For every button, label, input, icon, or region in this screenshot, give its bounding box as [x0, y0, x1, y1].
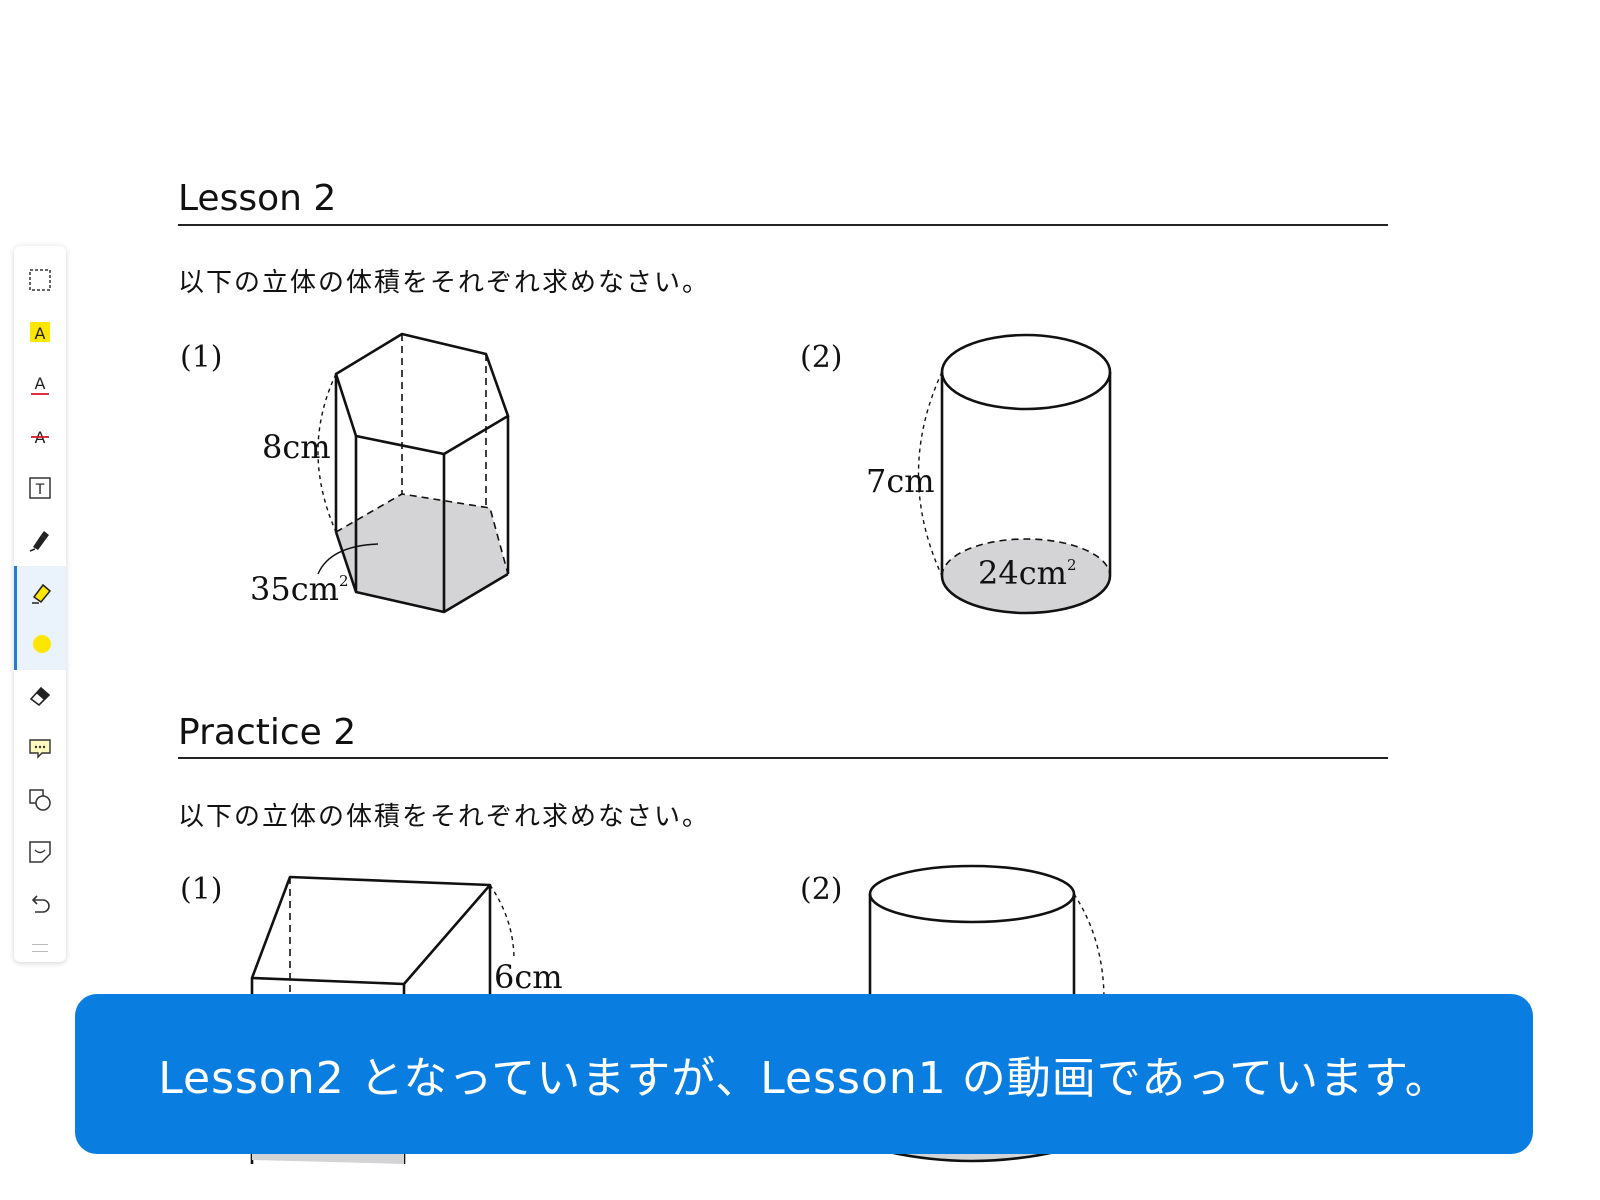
sticker-icon: [29, 841, 51, 863]
lesson-q1-label: (1): [180, 340, 223, 375]
practice-q2-label: (2): [800, 872, 843, 907]
textbox-tool[interactable]: T: [14, 462, 66, 514]
underline-text-tool[interactable]: A: [14, 358, 66, 410]
hex-prism-base-fill: [336, 494, 508, 612]
strikethrough-text-tool[interactable]: A: [14, 410, 66, 462]
dashed-rect-select-icon: [29, 269, 51, 291]
practice-instruction: 以下の立体の体積をそれぞれ求めなさい。: [178, 802, 711, 832]
pen-icon: [29, 531, 49, 552]
select-tool[interactable]: [14, 254, 66, 306]
svg-text:A: A: [35, 374, 46, 393]
lesson-title: Lesson 2: [178, 178, 337, 219]
color-tool[interactable]: [14, 618, 66, 670]
svg-text:T: T: [35, 482, 45, 498]
undo-tool[interactable]: [14, 878, 66, 930]
textbox-icon: T: [29, 477, 51, 499]
practice-q1-label: (1): [180, 872, 223, 907]
pen-tool[interactable]: [14, 514, 66, 566]
svg-text:A: A: [35, 324, 46, 343]
lesson-q1-height-label: 8cm: [262, 428, 331, 466]
annotation-toolbar: A A A T: [14, 246, 66, 962]
eraser-icon: [29, 686, 51, 707]
undo-icon: [31, 895, 50, 913]
comment-icon: [29, 739, 51, 759]
lesson-q2-label: (2): [800, 340, 843, 375]
sticker-tool[interactable]: [14, 826, 66, 878]
lesson-q2-height-label: 7cm: [866, 462, 935, 500]
caption-banner: Lesson2 となっていますが、Lesson1 の動画であっています。: [75, 994, 1533, 1154]
highlighter-tool[interactable]: [14, 566, 66, 618]
hex-prism-top-face: [334, 332, 510, 456]
toolbar-drag-handle[interactable]: [32, 944, 48, 952]
caption-text: Lesson2 となっていますが、Lesson1 の動画であっています。: [158, 1053, 1450, 1104]
practice-title: Practice 2: [178, 712, 357, 753]
lesson-q2-area-label: 24cm2: [978, 554, 1077, 592]
eraser-tool[interactable]: [14, 670, 66, 722]
shape-tool[interactable]: [14, 774, 66, 826]
cylinder-base-fill: [942, 539, 1110, 613]
highlighter-icon: [31, 583, 51, 604]
shapes-icon: [29, 789, 51, 811]
practice-title-rule: [178, 757, 1388, 759]
highlight-text-tool[interactable]: A: [14, 306, 66, 358]
comment-tool[interactable]: [14, 722, 66, 774]
lesson-q1-area-label: 35cm2: [250, 570, 349, 608]
color-swatch-icon: [32, 635, 51, 653]
highlight-text-icon: A: [30, 322, 50, 343]
hexagonal-prism-figure: [317, 332, 510, 614]
lesson-title-rule: [178, 224, 1388, 226]
strikethrough-text-icon: A: [31, 428, 49, 447]
underline-text-icon: A: [31, 374, 49, 395]
practice-q1-height-label: 6cm: [494, 958, 563, 996]
cylinder-figure: [917, 333, 1112, 615]
cylinder-top-ellipse: [940, 333, 1112, 411]
lesson-instruction: 以下の立体の体積をそれぞれ求めなさい。: [178, 268, 711, 298]
